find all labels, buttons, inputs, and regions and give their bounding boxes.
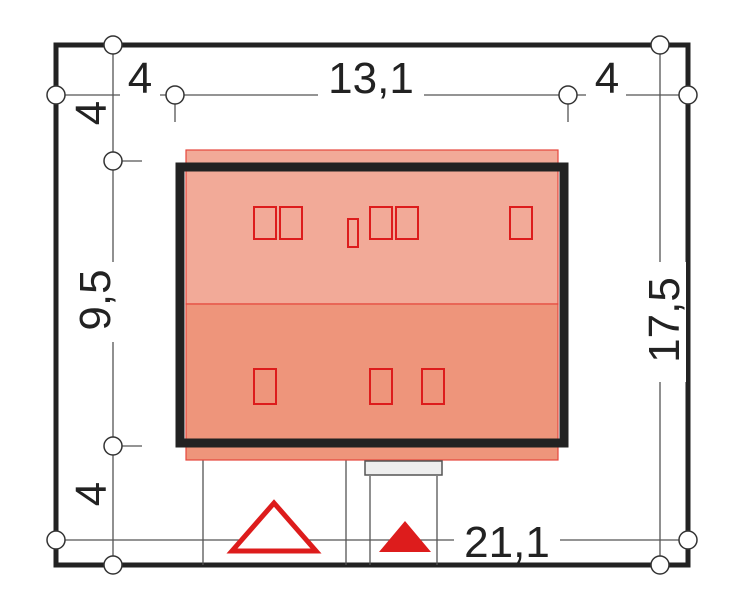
marker-circle — [678, 85, 698, 105]
marker-circle — [103, 35, 123, 55]
hollow-triangle-icon — [226, 499, 322, 554]
dim-left-top-setback: 4 — [67, 101, 116, 125]
marker-circle — [650, 35, 670, 55]
marker-circle — [103, 436, 123, 456]
roof-window — [509, 206, 533, 240]
dim-top-right-setback: 4 — [595, 54, 619, 103]
marker-circle — [650, 555, 670, 575]
roof-window — [421, 368, 445, 405]
roof-window — [369, 368, 393, 405]
roof-window — [253, 368, 277, 405]
building-roof — [185, 149, 559, 461]
dim-top-left-setback: 4 — [128, 54, 152, 103]
survey-markers — [46, 35, 698, 575]
marker-circle — [103, 151, 123, 171]
solid-triangle-icon — [379, 521, 431, 552]
roof-window — [395, 206, 419, 240]
porch-step — [364, 460, 443, 476]
dim-top-width: 13,1 — [328, 54, 414, 103]
roof-window — [347, 218, 359, 248]
dim-left-bottom-setback: 4 — [67, 482, 116, 506]
marker-circle — [558, 85, 578, 105]
plot-boundary — [53, 42, 691, 568]
marker-circle — [165, 85, 185, 105]
roof-window — [279, 206, 303, 240]
roof-back-slope — [185, 149, 559, 305]
marker-circle — [103, 555, 123, 575]
roof-windows — [253, 206, 533, 405]
marker-circle — [678, 530, 698, 550]
building-outline — [175, 162, 569, 448]
dimension-lines — [56, 45, 688, 565]
roof-window — [253, 206, 277, 240]
roof-window — [369, 206, 393, 240]
dim-right-total-depth: 17,5 — [640, 277, 689, 363]
marker-circle — [46, 85, 66, 105]
label-masks — [75, 58, 686, 562]
dim-bottom-total-width: 21,1 — [464, 518, 550, 567]
roof-front-slope — [185, 303, 559, 461]
marker-circle — [46, 530, 66, 550]
dim-left-depth: 9,5 — [71, 269, 120, 330]
